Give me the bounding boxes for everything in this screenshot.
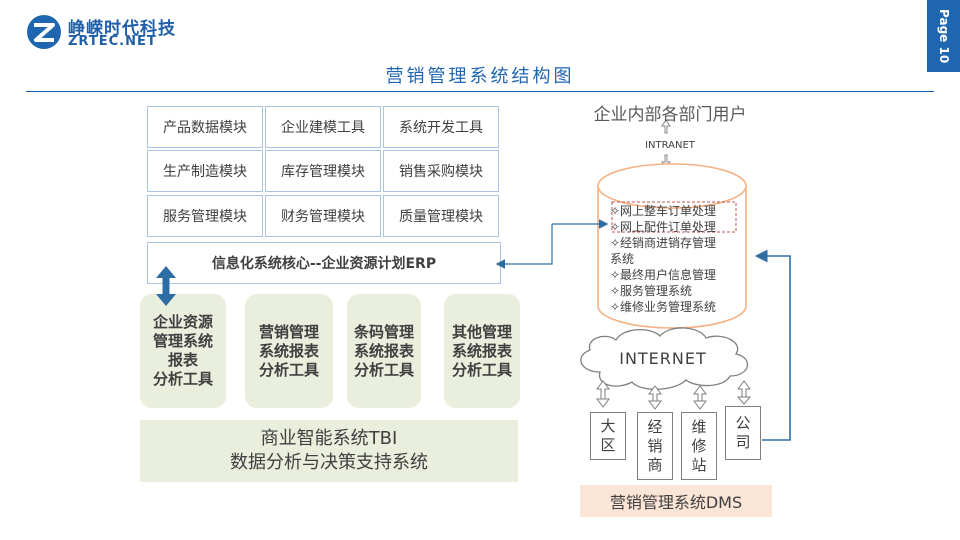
slide-title: 营销管理系统结构图 — [385, 66, 575, 87]
tbi-title: 商业智能系统TBI — [260, 428, 398, 449]
report-tool-other: 其他管理 系统报表 分析工具 — [444, 294, 520, 408]
db-item: ✧网上整车订单处理 — [610, 204, 717, 218]
db-item: ✧网上配件订单处理 — [610, 220, 717, 234]
module-cell: 销售采购模块 — [383, 150, 499, 192]
report-tool-barcode: 条码管理 系统报表 分析工具 — [347, 294, 421, 408]
db-item: ✧最终用户信息管理 — [610, 268, 717, 282]
database-function-list: ✧网上整车订单处理 ✧网上配件订单处理 ✧经销商进销存管理 系统 ✧最终用户信息… — [610, 203, 740, 315]
page-number: Page 10 — [937, 8, 951, 64]
db-item: ✧维修业务管理系统 — [610, 300, 717, 314]
module-cell: 产品数据模块 — [147, 106, 263, 148]
brand-name-en: ZRTEC.NET — [68, 34, 157, 49]
module-cell: 生产制造模块 — [147, 150, 263, 192]
erp-core-bar: 信息化系统核心--企业资源计划ERP — [147, 242, 501, 284]
db-item: ✧经销商进销存管理 — [610, 236, 717, 250]
dms-node-repair-station: 维 修 站 — [681, 412, 717, 480]
db-item: ✧服务管理系统 — [610, 284, 693, 298]
tbi-subtitle: 数据分析与决策支持系统 — [230, 452, 428, 473]
module-cell: 服务管理模块 — [147, 195, 263, 237]
dms-node-dealer: 经 销 商 — [637, 412, 673, 480]
module-cell: 质量管理模块 — [383, 195, 499, 237]
tbi-panel: 商业智能系统TBI 数据分析与决策支持系统 — [140, 420, 518, 482]
report-tool-marketing: 营销管理 系统报表 分析工具 — [245, 294, 333, 408]
company-logo-icon — [27, 15, 61, 49]
internal-users-title: 企业内部各部门用户 — [593, 105, 747, 125]
intranet-label: INTRANET — [645, 140, 695, 151]
internet-label: INTERNET — [619, 349, 707, 368]
module-cell: 库存管理模块 — [265, 150, 381, 192]
module-cell: 系统开发工具 — [383, 106, 499, 148]
brand-name-cn: 峥嵘时代科技 — [68, 19, 176, 39]
dms-node-company: 公 司 — [725, 406, 761, 460]
dms-node-region: 大 区 — [590, 412, 626, 460]
company-db-connector — [754, 249, 791, 441]
erp-db-connector — [495, 224, 553, 269]
dms-label-bar: 营销管理系统DMS — [580, 485, 772, 517]
title-divider — [26, 91, 934, 92]
module-cell: 企业建模工具 — [265, 106, 381, 148]
db-item: 系统 — [610, 252, 635, 266]
dms-updown-arrows — [596, 380, 752, 410]
page-tab — [927, 0, 960, 72]
report-tool-erp: 企业资源 管理系统 报表 分析工具 — [140, 294, 226, 408]
module-cell: 财务管理模块 — [265, 195, 381, 237]
